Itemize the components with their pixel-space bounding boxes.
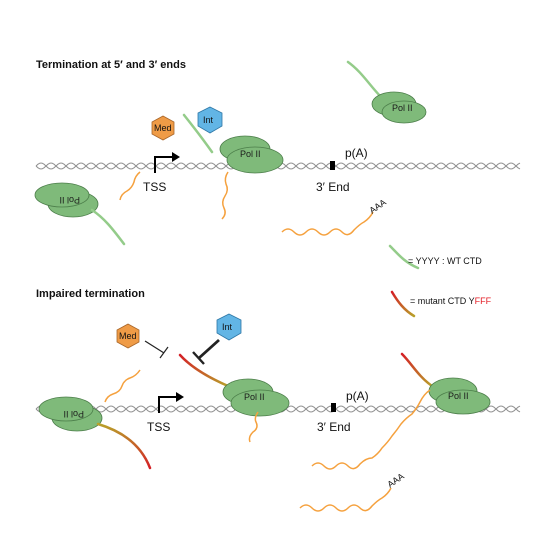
polyadenylated-rna: [299, 487, 392, 512]
pa-label: p(A): [345, 146, 368, 160]
tss-label: TSS: [147, 420, 170, 434]
bent-arrow-icon: [154, 152, 180, 173]
int-label: Int: [222, 322, 233, 332]
mutant-ctd-tail: [400, 352, 434, 388]
med-label: Med: [119, 331, 137, 341]
nascent-rna: [248, 411, 259, 443]
three-end-label: 3′ End: [317, 420, 351, 434]
med-factor-bottom: Med: [116, 323, 140, 349]
int-factor-top: Int: [197, 106, 223, 134]
aaa-label: AAA: [385, 471, 405, 490]
pol2-label: Pol II: [63, 409, 84, 419]
three-end-label: 3′ End: [316, 180, 350, 194]
aaa-label: AAA: [367, 197, 387, 216]
int-factor-bottom: Int: [216, 313, 242, 341]
t-bar-inhibit-icon: [144, 340, 169, 359]
bottom-section-title: Impaired termination: [36, 288, 145, 300]
pol2-promoter-top: Pol II: [219, 135, 284, 174]
pol2-free-top-right: Pol II: [371, 91, 427, 124]
pol2-label: Pol II: [59, 195, 80, 205]
mutant-ctd-tail: [178, 353, 230, 388]
pol2-bottom-left: Pol II: [38, 396, 103, 432]
nascent-rna: [119, 171, 141, 201]
pol2-label: Pol II: [392, 103, 413, 113]
legend-mutant-suffix: FFF: [475, 296, 492, 306]
mrna-polyadenylated: [281, 211, 374, 236]
black-box-icon: [330, 161, 335, 170]
nascent-rna: [221, 171, 229, 220]
wt-ctd-tail: [90, 208, 126, 246]
pol2-label: Pol II: [240, 149, 261, 159]
pol2-released-top-left: Pol II: [34, 182, 99, 218]
tss-label: TSS: [143, 180, 166, 194]
wt-ctd-tail: [346, 60, 384, 100]
legend-wt-text: = YYYY : WT CTD: [408, 256, 482, 266]
pol2-promoter-bottom: Pol II: [222, 378, 290, 417]
nascent-rna: [104, 369, 141, 403]
pa-label: p(A): [346, 389, 369, 403]
int-label: Int: [203, 115, 214, 125]
black-box-icon: [331, 403, 336, 412]
readthrough-rna: [311, 389, 431, 470]
legend-wt-swatch: [388, 244, 420, 270]
wt-ctd-tail: [182, 113, 214, 154]
bent-arrow-icon: [158, 392, 184, 413]
legend: = YYYY : WT CTD = mutant CTD YFFF: [388, 244, 492, 318]
legend-mutant-text: = mutant CTD YFFF: [410, 296, 492, 306]
pol2-readthrough-bottom-right: Pol II: [428, 377, 491, 415]
med-factor-top: Med: [151, 115, 175, 141]
pol2-label: Pol II: [448, 391, 469, 401]
mutant-ctd-tail: [96, 422, 152, 470]
pol2-label: Pol II: [244, 392, 265, 402]
legend-mutant-swatch: [390, 290, 416, 318]
med-label: Med: [154, 123, 172, 133]
legend-mutant-prefix: = mutant CTD Y: [410, 296, 475, 306]
top-section-title: Termination at 5′ and 3′ ends: [36, 59, 186, 71]
t-bar-inhibit-icon: [192, 338, 220, 365]
